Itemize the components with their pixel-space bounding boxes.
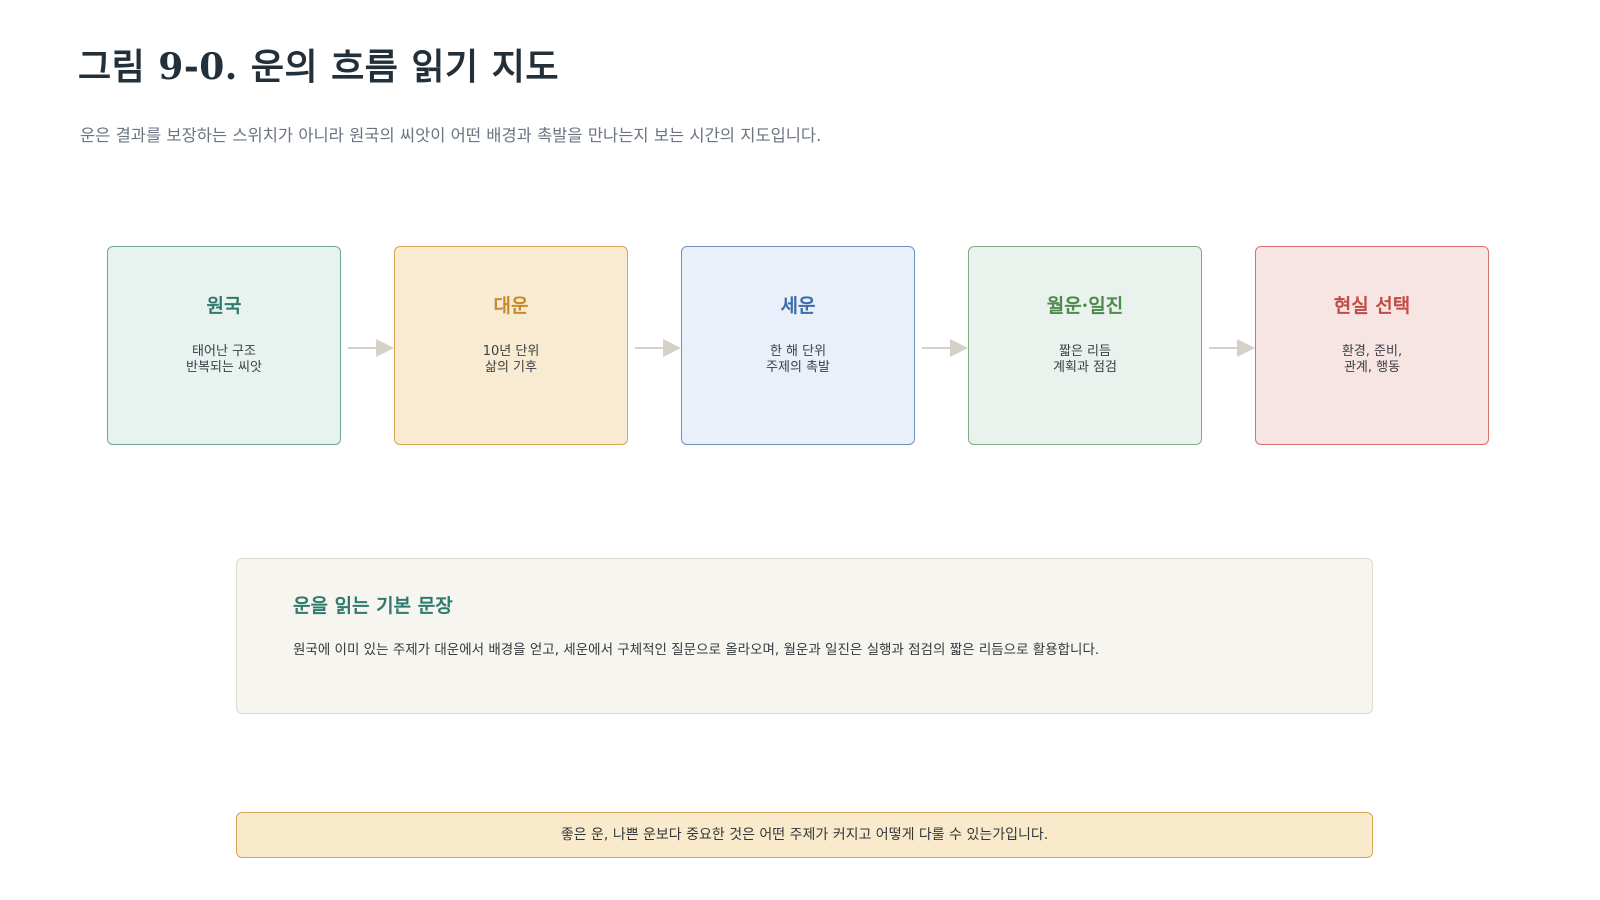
arrow-right-icon bbox=[1209, 339, 1255, 357]
flow-box-desc: 계획과 점검 bbox=[1053, 360, 1117, 375]
flow-box-desc: 반복되는 씨앗 bbox=[186, 360, 262, 375]
page-title: 그림 9-0. 운의 흐름 읽기 지도 bbox=[78, 46, 559, 88]
arrow-right-icon bbox=[348, 339, 394, 357]
flow-box-title: 원국 bbox=[206, 295, 242, 317]
flow-box-desc: 환경, 준비, bbox=[1341, 344, 1403, 359]
flow-box-desc: 태어난 구조 bbox=[192, 344, 256, 359]
flow-box-desc: 삶의 기후 bbox=[485, 360, 537, 375]
arrow-right-icon bbox=[635, 339, 681, 357]
note-card: 운을 읽는 기본 문장 원국에 이미 있는 주제가 대운에서 배경을 얻고, 세… bbox=[236, 558, 1373, 714]
flow-box-title: 세운 bbox=[780, 295, 816, 317]
page-subtitle: 운은 결과를 보장하는 스위치가 아니라 원국의 씨앗이 어떤 배경과 촉발을 … bbox=[80, 126, 822, 145]
flow-box-desc: 10년 단위 bbox=[482, 344, 540, 359]
flow-box-title: 대운 bbox=[493, 295, 529, 317]
note-title: 운을 읽는 기본 문장 bbox=[293, 595, 453, 617]
flow-box-desc: 한 해 단위 bbox=[769, 344, 827, 359]
flow-box-desc: 주제의 촉발 bbox=[766, 360, 830, 375]
arrow-right-icon bbox=[922, 339, 968, 357]
flow-box-desc: 짧은 리듬 bbox=[1059, 344, 1111, 359]
flow-box-title: 현실 선택 bbox=[1333, 295, 1411, 317]
summary-banner: 좋은 운, 나쁜 운보다 중요한 것은 어떤 주제가 커지고 어떻게 다룰 수 … bbox=[236, 812, 1373, 858]
note-body: 원국에 이미 있는 주제가 대운에서 배경을 얻고, 세운에서 구체적인 질문으… bbox=[293, 642, 1100, 658]
flow-box-title: 월운·일진 bbox=[1046, 295, 1124, 317]
flow-box-desc: 관계, 행동 bbox=[1343, 360, 1401, 375]
